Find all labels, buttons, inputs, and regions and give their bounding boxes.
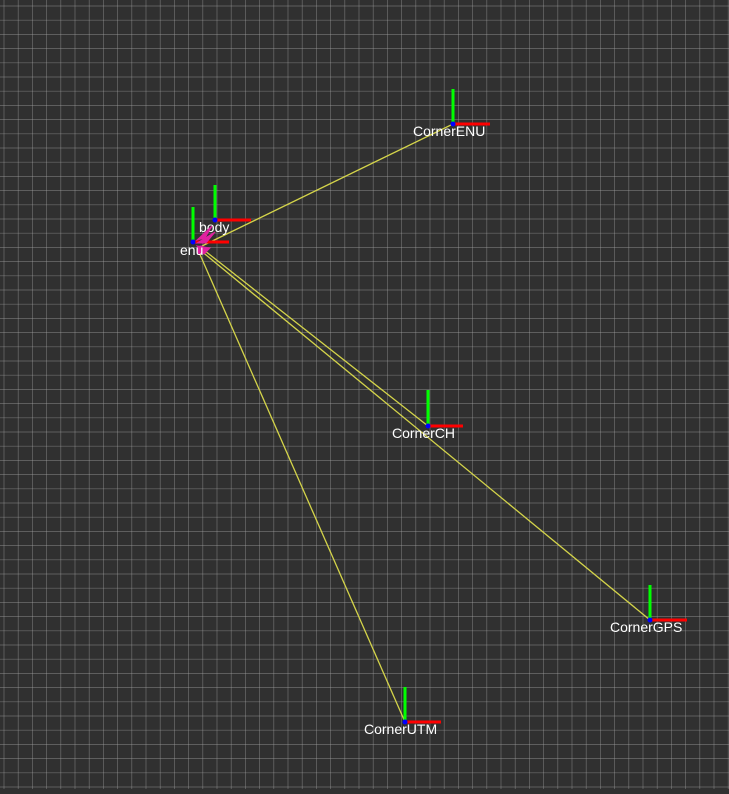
link-enu-corner-gps [199, 249, 651, 621]
z-axis [450, 121, 456, 127]
frame-label: CornerGPS [610, 619, 682, 635]
frame-corner-ch[interactable]: CornerCH [392, 390, 463, 441]
z-axis [190, 239, 196, 245]
link-enu-corner-ch [199, 246, 429, 427]
link-body-corner-enu [201, 123, 454, 247]
frame-enu[interactable]: enu [180, 207, 229, 258]
link-enu-corner-utm [197, 249, 406, 723]
z-axis [647, 617, 653, 623]
selection-arrows [195, 225, 216, 255]
tf-links [197, 123, 651, 723]
z-axis [425, 423, 431, 429]
frame-label: enu [180, 242, 203, 258]
frame-corner-enu[interactable]: CornerENU [413, 89, 490, 139]
frame-corner-gps[interactable]: CornerGPS [610, 585, 687, 635]
frame-label: CornerENU [413, 123, 485, 139]
frame-body[interactable]: body [199, 185, 251, 235]
frame-label: CornerCH [392, 425, 455, 441]
frame-label: CornerUTM [364, 721, 437, 737]
z-axis [402, 719, 408, 725]
z-axis [212, 217, 218, 223]
frame-corner-utm[interactable]: CornerUTM [364, 687, 441, 737]
